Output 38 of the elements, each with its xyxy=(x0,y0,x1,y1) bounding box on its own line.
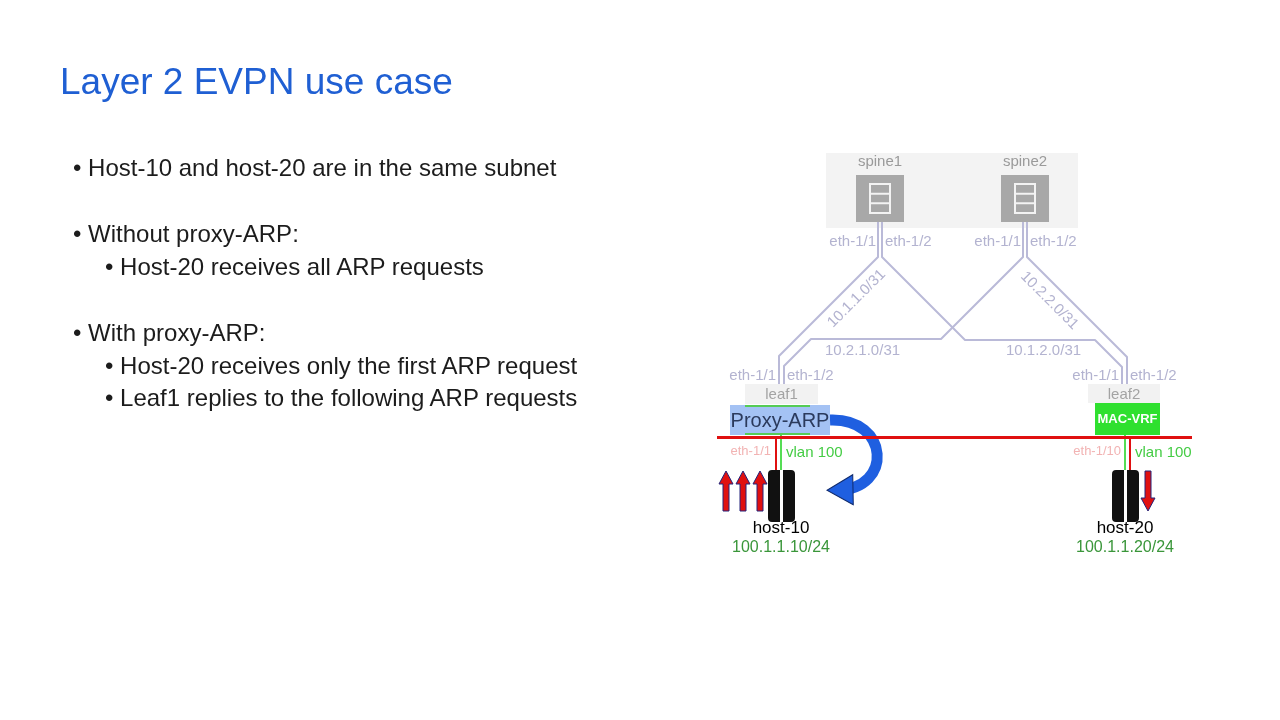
port-label: eth-1/1 xyxy=(729,367,776,383)
bullet-point: • Host-10 and host-20 are in the same subnet xyxy=(73,154,557,182)
port-label: eth-1/1 xyxy=(974,233,1021,249)
sub-bullet-point: • Leaf1 replies to the following ARP requests xyxy=(105,384,578,412)
link-line xyxy=(778,221,879,385)
host-name: host-10 xyxy=(752,518,810,538)
sub-bullet-point: • Host-20 receives only the first ARP request xyxy=(105,352,578,380)
leaf-box: leaf2 xyxy=(1088,384,1160,403)
port-label: eth-1/2 xyxy=(787,367,834,383)
link-line xyxy=(783,221,1024,385)
device-name: spine1 xyxy=(857,152,903,170)
function-box: Proxy-ARP xyxy=(730,405,830,435)
ip-address: 100.1.1.20/24 xyxy=(1076,538,1174,556)
edge-label: eth-1/1 xyxy=(729,444,772,458)
edge-label: eth-1/10 xyxy=(1072,444,1122,458)
host-name: host-20 xyxy=(1096,518,1154,538)
bullet-point: • With proxy-ARP: xyxy=(73,319,266,347)
leaf-box: leaf1 xyxy=(745,384,818,404)
edge-label: 10.2.1.0/31 xyxy=(824,342,902,358)
edge-label: 10.1.2.0/31 xyxy=(1005,342,1083,358)
port-label: eth-1/2 xyxy=(1030,233,1077,249)
link-line xyxy=(775,438,777,471)
port-label: eth-1/2 xyxy=(1130,367,1177,383)
ip-address: 100.1.1.10/24 xyxy=(732,538,830,556)
edge-label: vlan 100 xyxy=(785,444,844,460)
bullet-point: • Without proxy-ARP: xyxy=(73,220,299,248)
port-label: eth-1/2 xyxy=(885,233,932,249)
link-line xyxy=(1026,221,1128,385)
port-label: eth-1/1 xyxy=(1072,367,1119,383)
function-box: MAC-VRF xyxy=(1095,403,1160,435)
port-label: eth-1/1 xyxy=(829,233,876,249)
device-name: spine2 xyxy=(1002,152,1048,170)
link-line xyxy=(1129,438,1131,471)
link-line xyxy=(881,221,1123,385)
slide-title: Layer 2 EVPN use case xyxy=(60,60,453,104)
sub-bullet-point: • Host-20 receives all ARP requests xyxy=(105,253,484,281)
bridge-bar xyxy=(717,436,1192,439)
edge-label: vlan 100 xyxy=(1134,444,1193,460)
